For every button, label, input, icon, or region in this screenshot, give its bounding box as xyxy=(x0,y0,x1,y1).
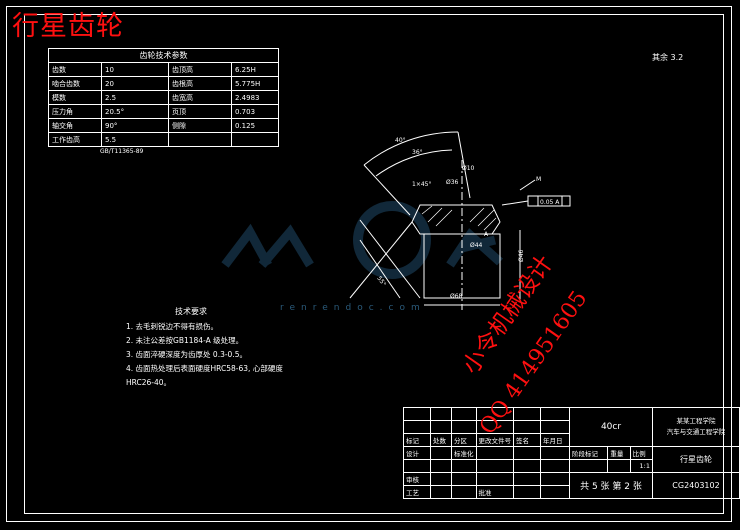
outer-cone-arc xyxy=(363,131,459,166)
school-line-2: 汽车与交通工程学院 xyxy=(666,428,726,436)
dim-label: Ø36 xyxy=(446,179,459,186)
table-row: 模数 2.5 齿宽高 2.4983 xyxy=(48,90,279,105)
sheets-cell: 共 5 张 第 2 张 xyxy=(569,472,653,499)
tb-label: 处数 xyxy=(430,433,452,447)
material-cell: 40cr xyxy=(569,407,653,447)
tb-label: 比例 xyxy=(629,446,654,460)
banner-title: 行星齿轮 xyxy=(12,11,124,42)
note-item: 4. 齿面热处理后表面硬度HRC58-63, 心部硬度 xyxy=(126,364,283,373)
dim-label: A xyxy=(484,231,489,238)
dim-label: Ø68 xyxy=(450,293,463,300)
param-standard-note: GB/T11365-89 xyxy=(100,148,144,155)
tb-label: 分区 xyxy=(451,433,477,447)
watermark-url: renrendoc.com xyxy=(280,303,426,313)
tb-label: 批准 xyxy=(475,485,514,499)
table-row: 工作齿高 5.5 xyxy=(48,132,279,147)
tb-label: 标准化 xyxy=(451,446,477,460)
dim-label: 36° xyxy=(412,149,423,156)
tb-label: 年月日 xyxy=(540,433,570,447)
tech-requirements-title: 技术要求 xyxy=(175,307,207,316)
dim-label: 55° xyxy=(375,275,387,288)
watermark-logo xyxy=(221,201,504,279)
table-row: 轴交角 90° 侧隙 0.125 xyxy=(48,118,279,133)
hatch-lines xyxy=(421,205,497,231)
tech-requirements-list: 1. 去毛刺锐边不得有损伤。 2. 未注公差按GB1184-A 级处理。 3. … xyxy=(126,320,283,390)
tb-label: 阶段标记 xyxy=(568,446,609,460)
param-cell: 工作齿高 xyxy=(48,132,102,147)
drawing-number-cell: CG2403102 xyxy=(652,472,740,499)
dim-label: Ø10 xyxy=(462,165,475,172)
table-row: 压力角 20.5° 页顶 0.703 xyxy=(48,104,279,119)
dim-label: M xyxy=(536,176,541,183)
scale-cell: 1:1 xyxy=(629,459,654,473)
note-item: 1. 去毛刺锐边不得有损伤。 xyxy=(126,322,219,331)
school-cell: 某某工程学院汽车与交通工程学院 xyxy=(652,407,740,447)
dim-label: 1×45° xyxy=(412,181,431,188)
table-row: 啮合齿数 20 齿根高 5.775H xyxy=(48,76,279,91)
dim-label: 0.05 A xyxy=(540,199,560,206)
school-line-1: 某某工程学院 xyxy=(676,417,716,425)
tb-label: 签名 xyxy=(513,433,541,447)
tb-label: 设计 xyxy=(403,446,431,460)
tb-label: 工艺 xyxy=(403,485,431,499)
gear-parameter-table: 齿轮技术参数 齿数 10 齿顶高 6.25H 啮合齿数 20 齿根高 5.775… xyxy=(48,48,279,147)
drawing-border-inner xyxy=(24,14,724,514)
note-item: HRC26-40。 xyxy=(126,378,172,387)
surface-finish-note: 其余 3.2 xyxy=(652,53,684,62)
title-block: 40cr 某某工程学院汽车与交通工程学院 标记 处数 分区 更改文件号 签名 年… xyxy=(403,407,740,499)
tb-label: 审核 xyxy=(403,472,431,486)
tb-label: 重量 xyxy=(607,446,631,460)
dim-label: Ø44 xyxy=(470,242,483,249)
part-name-cell: 行星齿轮 xyxy=(652,446,740,473)
note-item: 3. 齿面淬硬深度为齿厚处 0.3-0.5。 xyxy=(126,350,247,359)
dim-label: Ø46 xyxy=(518,249,525,262)
note-item: 2. 未注公差按GB1184-A 级处理。 xyxy=(126,336,244,345)
tb-label: 标记 xyxy=(403,433,431,447)
param-cell xyxy=(231,132,279,147)
drawing-border-outer xyxy=(6,6,732,522)
dim-label: 40° xyxy=(395,137,406,144)
inner-cone-arc xyxy=(375,149,453,177)
